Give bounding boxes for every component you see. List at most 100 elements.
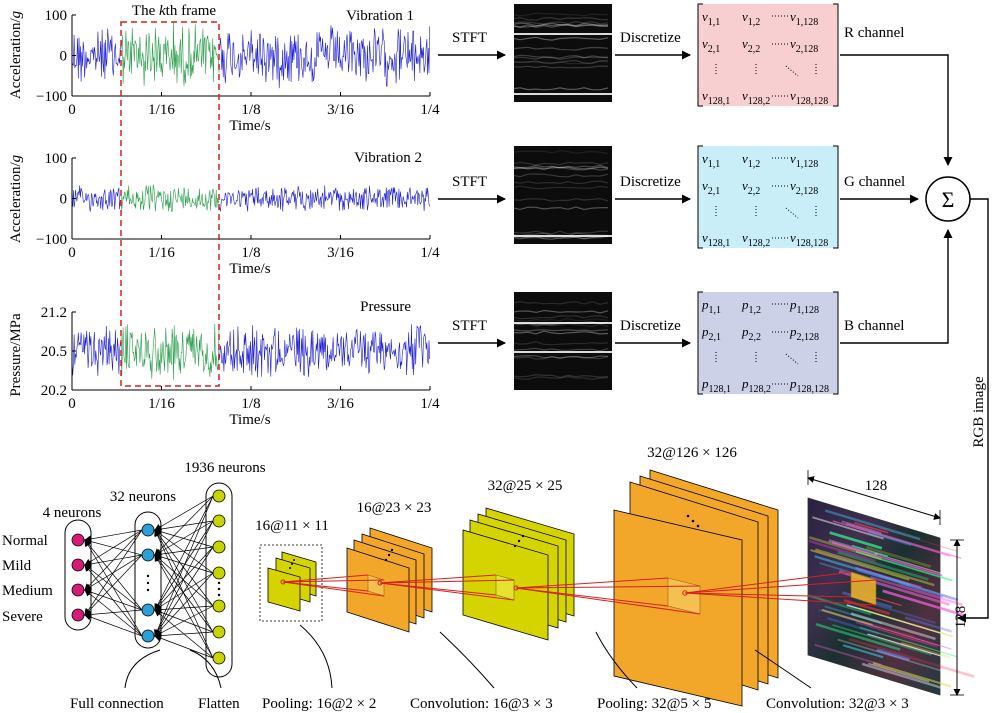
kth-frame-label: The kth frame bbox=[132, 3, 216, 19]
class-normal: Normal bbox=[2, 533, 48, 549]
kth-frame-box bbox=[120, 21, 220, 387]
x-tick-label: 0 bbox=[68, 396, 76, 412]
flow-row-3: STFT Discretize bbox=[438, 292, 691, 390]
y-tick-label: 100 bbox=[45, 8, 68, 24]
output-neuron bbox=[71, 558, 85, 572]
y-tick-label: 20.5 bbox=[41, 344, 67, 360]
plot-title-pressure: Pressure bbox=[360, 299, 411, 315]
pool1-size-label: 32@25 × 25 bbox=[488, 478, 563, 494]
frame-signal-trace bbox=[120, 323, 220, 380]
spectrogram-texture bbox=[513, 12, 612, 95]
y-tick-label: 100 bbox=[45, 151, 68, 167]
rgb-image-label: RGB image bbox=[971, 376, 987, 448]
operation-leaders bbox=[124, 624, 812, 689]
x-axis-label: Time/s bbox=[229, 118, 270, 134]
flow-row-2: STFT Discretize bbox=[438, 146, 691, 244]
x-tick-label: 1/8 bbox=[241, 102, 260, 118]
output-layer-capsule bbox=[64, 519, 92, 631]
flatten-neuron bbox=[212, 540, 226, 554]
x-tick-label: 1/4 bbox=[420, 245, 440, 261]
plot-title-vibration-1: Vibration 1 bbox=[346, 8, 414, 24]
r-channel-label: R channel bbox=[844, 25, 904, 41]
x-tick-label: 1/4 bbox=[420, 102, 440, 118]
g-channel-label: G channel bbox=[844, 174, 905, 190]
hidden-neuron bbox=[141, 629, 155, 643]
y-tick-label: 0 bbox=[60, 192, 68, 208]
ylabel-pressure: Pressure/MPa bbox=[8, 313, 24, 397]
spectrogram-texture bbox=[513, 300, 612, 381]
x-tick-label: 1/8 bbox=[241, 245, 260, 261]
y-tick-label: 20.2 bbox=[41, 383, 67, 399]
flatten-layer-capsule bbox=[205, 482, 233, 678]
op-convolution-16: Convolution: 16@3 × 3 bbox=[410, 696, 553, 712]
class-mild: Mild bbox=[2, 558, 32, 574]
image-width-arrow bbox=[807, 477, 941, 519]
discretize-label-2: Discretize bbox=[620, 174, 681, 190]
pool2-size-label: 16@11 × 11 bbox=[255, 518, 329, 534]
class-severe: Severe bbox=[2, 609, 43, 625]
hidden-neuron-count: 32 neurons bbox=[110, 489, 176, 505]
receptive-field-lines bbox=[282, 571, 877, 615]
image-width-label: 128 bbox=[865, 478, 888, 494]
x-tick-label: 1/16 bbox=[148, 102, 175, 118]
hidden-neuron bbox=[141, 603, 155, 617]
signal-trace bbox=[71, 25, 430, 89]
flatten-neuron bbox=[212, 566, 226, 580]
r-to-sum-arrow bbox=[840, 54, 953, 166]
x-tick-label: 1/8 bbox=[241, 396, 260, 412]
flatten-neuron bbox=[212, 489, 226, 503]
stft-label-2: STFT bbox=[452, 174, 487, 190]
spectrogram-texture bbox=[513, 150, 612, 240]
op-pooling-32: Pooling: 32@5 × 5 bbox=[597, 696, 711, 712]
discretize-label-1: Discretize bbox=[620, 30, 681, 46]
y-tick-label: 0 bbox=[60, 49, 68, 65]
flatten-neuron bbox=[212, 514, 226, 528]
op-pooling-16: Pooling: 16@2 × 2 bbox=[262, 696, 376, 712]
flatten-neuron bbox=[212, 599, 226, 613]
sum-symbol: Σ bbox=[942, 187, 955, 212]
op-flatten: Flatten bbox=[198, 696, 240, 712]
conv1-size-label: 32@126 × 126 bbox=[647, 445, 737, 461]
ylabel-vibration-2: Acceleration/g bbox=[8, 154, 24, 243]
x-axis-label: Time/s bbox=[229, 412, 270, 428]
stft-label-1: STFT bbox=[452, 30, 487, 46]
class-medium: Medium bbox=[2, 583, 53, 599]
spectrogram-2 bbox=[514, 146, 612, 244]
signal-trace bbox=[71, 185, 430, 212]
b-to-sum-arrow bbox=[840, 229, 953, 344]
pool2-dotted-box bbox=[259, 544, 323, 622]
frame-signal-trace bbox=[120, 22, 220, 86]
spectrogram-1 bbox=[514, 4, 612, 102]
stft-label-3: STFT bbox=[452, 318, 487, 334]
discretize-label-3: Discretize bbox=[620, 318, 681, 334]
x-tick-label: 1/16 bbox=[148, 245, 175, 261]
conv2-size-label: 16@23 × 23 bbox=[357, 500, 432, 516]
pool1-feature-maps bbox=[462, 507, 575, 641]
flatten-neuron bbox=[212, 651, 226, 665]
flatten-neuron-count: 1936 neurons bbox=[184, 460, 265, 476]
x-tick-label: 0 bbox=[68, 245, 76, 261]
flatten-neuron bbox=[212, 625, 226, 639]
y-tick-label: −100 bbox=[36, 89, 67, 105]
x-axis-label: Time/s bbox=[229, 261, 270, 277]
op-convolution-32: Convolution: 32@3 × 3 bbox=[766, 696, 909, 712]
output-neuron bbox=[71, 583, 85, 597]
plot-title-vibration-2: Vibration 2 bbox=[354, 150, 422, 166]
x-tick-label: 3/16 bbox=[327, 245, 354, 261]
frame-signal-trace bbox=[120, 184, 220, 212]
flow-row-1: STFT Discretize bbox=[438, 4, 691, 102]
b-channel-label: B channel bbox=[844, 318, 904, 334]
output-neuron bbox=[71, 533, 85, 547]
output-neuron-count: 4 neurons bbox=[43, 505, 102, 521]
x-tick-label: 3/16 bbox=[327, 396, 354, 412]
output-neuron bbox=[71, 608, 85, 622]
op-full-connection: Full connection bbox=[70, 696, 164, 712]
y-tick-label: −100 bbox=[36, 232, 67, 248]
x-tick-label: 3/16 bbox=[327, 102, 354, 118]
